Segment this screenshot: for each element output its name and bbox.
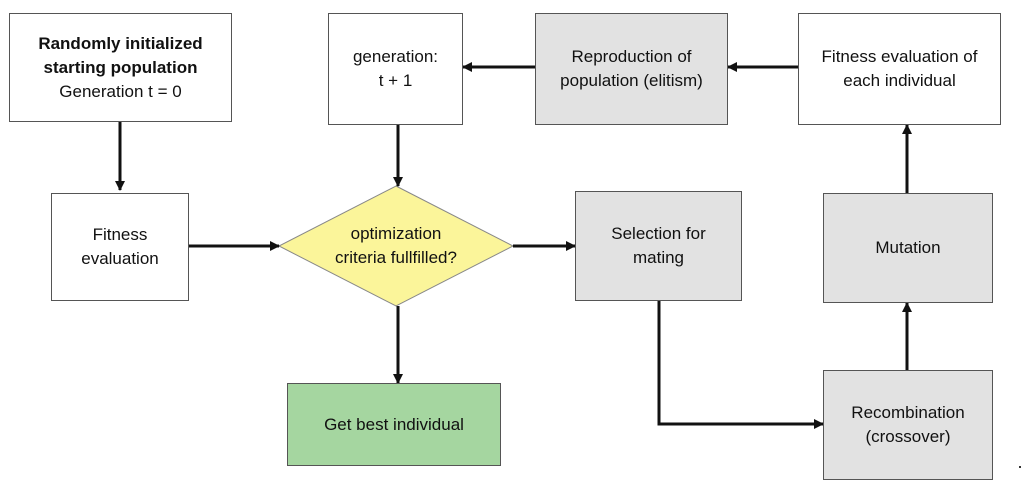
decision-line: optimization: [350, 224, 442, 243]
best-individual-line: Get best individual: [324, 414, 464, 434]
decision-line: criteria fullfilled?: [335, 248, 457, 267]
start-node-line: Randomly initialized: [38, 33, 203, 53]
start-node: Randomly initialized starting population…: [9, 13, 232, 122]
fitness-evaluation-node: Fitness evaluation: [51, 193, 189, 301]
fitness-evaluation-line: Fitness: [92, 225, 148, 244]
recombination-node: Recombination (crossover): [823, 370, 993, 480]
reproduction-node: Reproduction of population (elitism): [535, 13, 728, 125]
reproduction-line: Reproduction of: [571, 47, 692, 66]
decision-node: optimization criteria fullfilled?: [279, 186, 513, 306]
stray-mark: [1019, 466, 1021, 468]
recombination-line: Recombination: [851, 403, 965, 422]
start-node-line: starting population: [43, 57, 198, 77]
generation-line: t + 1: [378, 71, 413, 90]
mutation-node: Mutation: [823, 193, 993, 303]
decision-diamond-shape: [277, 185, 515, 307]
fitness-each-node: Fitness evaluation of each individual: [798, 13, 1001, 125]
selection-node: Selection for mating: [575, 191, 742, 301]
generation-node: generation: t + 1: [328, 13, 463, 125]
generation-line: generation:: [352, 47, 439, 66]
fitness-each-line: each individual: [843, 71, 956, 90]
recombination-line: (crossover): [865, 427, 951, 446]
selection-line: Selection for: [611, 224, 706, 243]
arrow-selection-to-recombination: [657, 301, 824, 429]
fitness-each-line: Fitness evaluation of: [821, 47, 978, 66]
mutation-line: Mutation: [875, 238, 941, 257]
start-node-line: Generation t = 0: [59, 81, 182, 101]
best-individual-node: Get best individual: [287, 383, 501, 466]
selection-line: mating: [632, 248, 685, 267]
reproduction-line: population (elitism): [560, 71, 703, 90]
fitness-evaluation-line: evaluation: [81, 249, 159, 268]
